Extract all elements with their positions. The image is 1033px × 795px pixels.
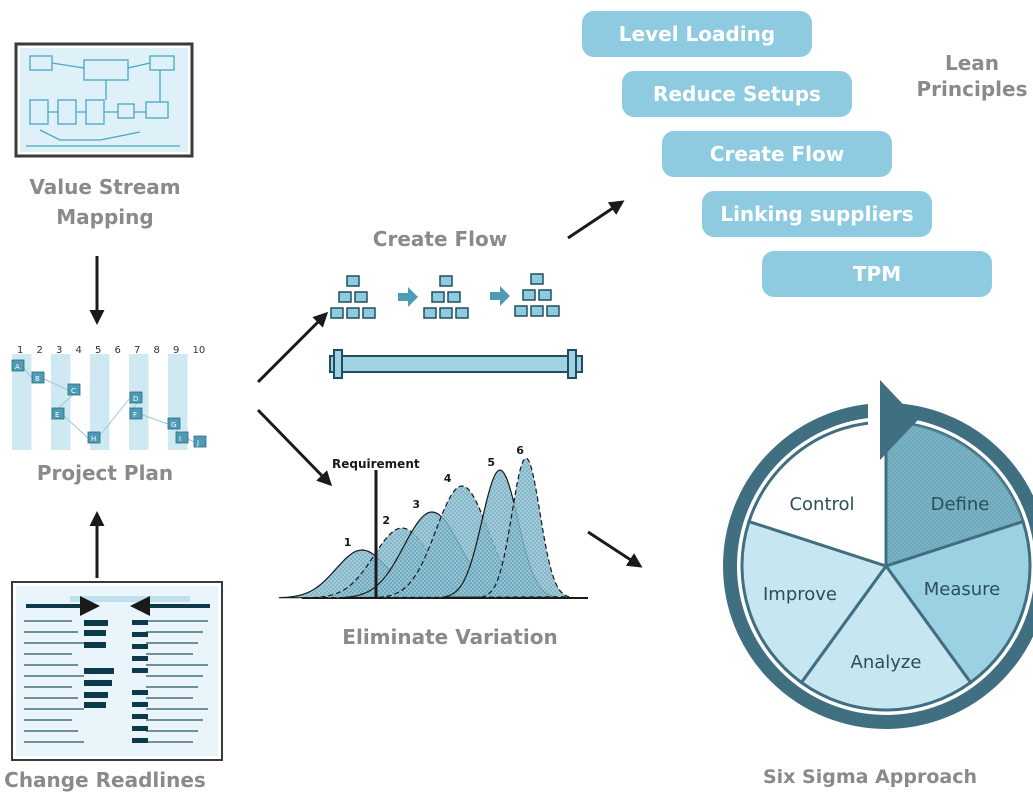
requirement-label: Requirement bbox=[332, 457, 420, 471]
lean-pill-tpm: TPM bbox=[762, 251, 992, 297]
plan-column-4: 4 bbox=[76, 345, 82, 356]
svg-text:I: I bbox=[179, 435, 181, 443]
phase-analyze bbox=[799, 563, 973, 712]
plan-task-I bbox=[175, 431, 189, 444]
phase-measure bbox=[883, 519, 1032, 685]
plan-task-D bbox=[129, 391, 143, 404]
curve-label-2: 2 bbox=[382, 514, 390, 527]
phase-label-control: Control bbox=[789, 494, 854, 515]
svg-text:E: E bbox=[55, 411, 59, 419]
curve-label-1: 1 bbox=[344, 536, 352, 549]
arrow-to-eliminate-variation bbox=[256, 408, 333, 487]
arrow-to-create-flow bbox=[256, 311, 329, 384]
plan-column-5: 5 bbox=[95, 345, 101, 356]
plan-column-6: 6 bbox=[115, 345, 121, 356]
phase-label-define: Define bbox=[931, 494, 990, 515]
svg-text:J: J bbox=[196, 439, 199, 447]
svg-text:F: F bbox=[133, 411, 137, 419]
phase-label-improve: Improve bbox=[763, 584, 837, 605]
phase-label-measure: Measure bbox=[924, 579, 1001, 600]
phase-label-analyze: Analyze bbox=[851, 652, 922, 673]
curve-label-3: 3 bbox=[412, 498, 420, 511]
lean-pill-level-loading: Level Loading bbox=[582, 11, 812, 57]
plan-task-B bbox=[31, 371, 45, 384]
flow-group-2 bbox=[423, 275, 469, 319]
plan-task-H bbox=[87, 431, 101, 444]
value-stream-map-thumbnail bbox=[14, 42, 194, 158]
create-flow-illustration bbox=[330, 273, 560, 319]
plan-column-10: 10 bbox=[193, 345, 206, 356]
svg-text:C: C bbox=[71, 387, 76, 395]
svg-text:A: A bbox=[15, 363, 20, 371]
plan-task-C bbox=[67, 383, 81, 396]
svg-text:D: D bbox=[133, 395, 138, 403]
flow-group-1 bbox=[330, 275, 376, 319]
create-flow-label: Create Flow bbox=[372, 227, 508, 251]
change-readlines-thumbnail bbox=[11, 581, 223, 761]
plan-column-1: 1 bbox=[17, 345, 23, 356]
plan-task-J bbox=[193, 435, 207, 448]
six-sigma-approach-label: Six Sigma Approach bbox=[762, 766, 978, 788]
project-plan-label: Project Plan bbox=[36, 461, 174, 485]
plan-column-3: 3 bbox=[56, 345, 62, 356]
lean-pill-reduce-setups: Reduce Setups bbox=[622, 71, 852, 117]
eliminate-variation-label: Eliminate Variation bbox=[342, 625, 558, 649]
variation-curve-6 bbox=[481, 457, 570, 598]
value-stream-mapping-label: Value Stream Mapping bbox=[29, 175, 181, 229]
plan-task-G bbox=[167, 417, 181, 430]
flow-arrow-1 bbox=[398, 287, 418, 307]
curve-label-4: 4 bbox=[444, 472, 452, 485]
lean-pill-linking-suppliers: Linking suppliers bbox=[702, 191, 932, 237]
svg-text:H: H bbox=[91, 435, 96, 443]
phase-improve bbox=[740, 519, 889, 685]
svg-text:G: G bbox=[171, 421, 176, 429]
plan-task-E bbox=[51, 407, 65, 420]
plan-column-9: 9 bbox=[173, 345, 179, 356]
change-readlines-label: Change Readlines bbox=[4, 768, 206, 792]
flow-group-3 bbox=[514, 273, 560, 317]
flow-tube bbox=[329, 349, 583, 379]
arrow-to-lean-principles bbox=[567, 200, 625, 240]
plan-task-F bbox=[129, 407, 143, 420]
flow-arrow-2 bbox=[490, 286, 510, 306]
cycle-arrow-icon bbox=[880, 380, 918, 460]
variation-curves: Requirement 1 2 3 4 5 6 bbox=[278, 444, 588, 599]
curve-label-6: 6 bbox=[516, 444, 524, 457]
project-plan-thumbnail: 1 2 3 4 5 6 7 8 9 10A B C E H DF GI J bbox=[10, 342, 210, 450]
plan-column-2: 2 bbox=[37, 345, 43, 356]
plan-column-8: 8 bbox=[154, 345, 160, 356]
svg-text:B: B bbox=[35, 375, 40, 383]
arrow-to-six-sigma bbox=[587, 530, 643, 568]
curve-label-5: 5 bbox=[487, 456, 495, 469]
lean-pill-create-flow: Create Flow bbox=[662, 131, 892, 177]
plan-task-A bbox=[11, 359, 25, 372]
lean-principles-label: Lean Principles bbox=[916, 51, 1028, 101]
plan-column-7: 7 bbox=[134, 345, 140, 356]
